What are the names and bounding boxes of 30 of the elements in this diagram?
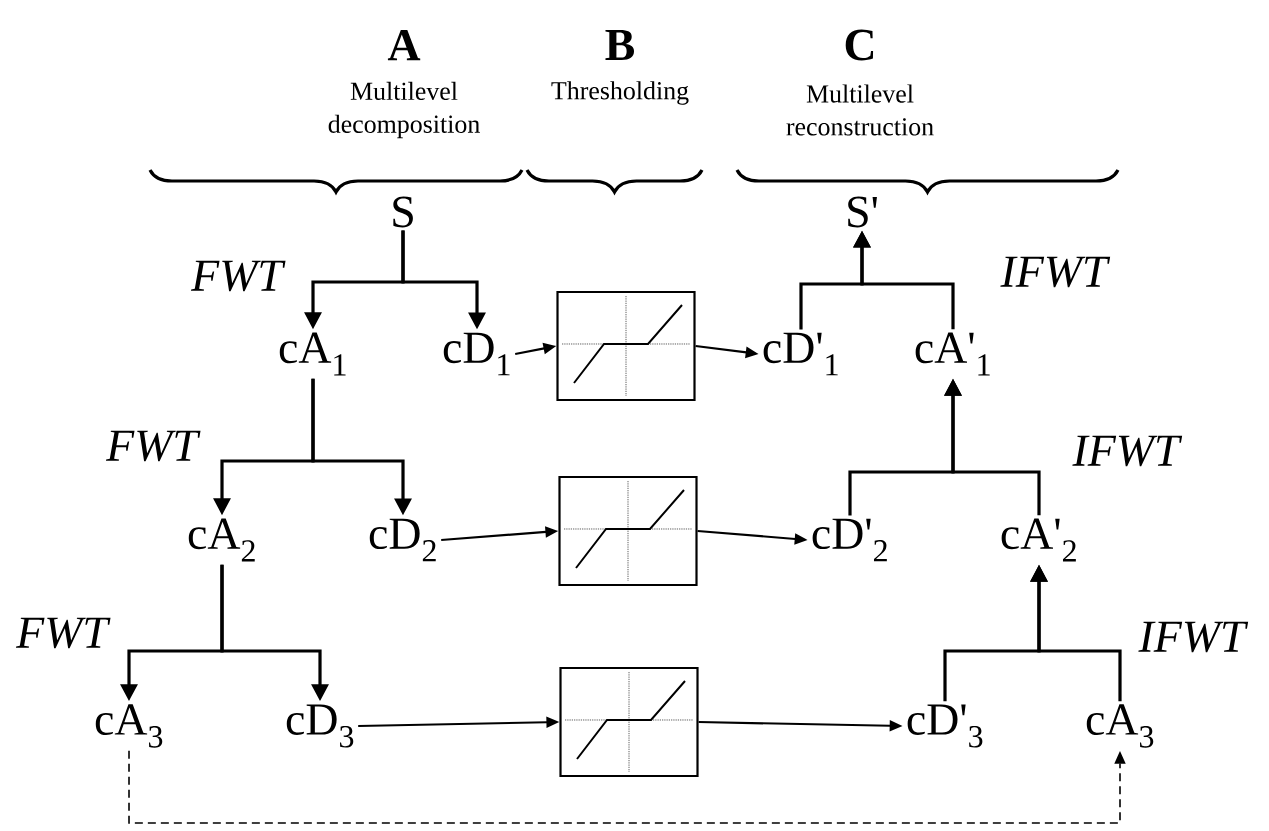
threshold-graph-box bbox=[556, 290, 696, 402]
threshold-graph-box bbox=[558, 475, 698, 587]
coefficient-label: cA$_{3}$ bbox=[95, 704, 163, 748]
column-letter: A bbox=[387, 29, 421, 61]
coefficient-label: cA'$_{1}$ bbox=[915, 332, 990, 376]
threshold-graph-box bbox=[559, 666, 699, 778]
coefficient-label: cA$_{3}$ bbox=[1086, 704, 1154, 748]
coefficient-label: cD'$_{1}$ bbox=[763, 332, 838, 376]
column-heading: Thresholding bbox=[551, 81, 689, 105]
dashed-arrow bbox=[128, 750, 1126, 824]
coefficient-label: S bbox=[393, 196, 413, 228]
coefficient-label: cD$_{2}$ bbox=[369, 518, 436, 562]
column-letter: B bbox=[605, 29, 634, 61]
coefficient-label: cD$_{3}$ bbox=[286, 704, 354, 748]
transform-label: IFWT bbox=[1072, 435, 1183, 467]
coefficient-label: cD$_{1}$ bbox=[443, 332, 510, 376]
coefficient-label: cA$_{1}$ bbox=[279, 332, 346, 376]
transform-label: IFWT bbox=[1000, 256, 1111, 288]
transform-label: FWT bbox=[15, 617, 111, 649]
coefficient-label: cD'$_{3}$ bbox=[907, 704, 983, 748]
coefficient-label: cA'$_{2}$ bbox=[1001, 518, 1076, 562]
coefficient-label: cA$_{2}$ bbox=[188, 518, 255, 562]
transform-label: IFWT bbox=[1138, 621, 1249, 653]
column-heading: Multilevel reconstruction bbox=[786, 84, 934, 136]
coefficient-label: cD'$_{2}$ bbox=[812, 518, 887, 562]
transform-label: FWT bbox=[105, 430, 201, 462]
column-heading: Multilevel decomposition bbox=[328, 81, 480, 139]
column-letter: C bbox=[845, 29, 874, 61]
coefficient-label: S' bbox=[848, 196, 877, 228]
transform-label: FWT bbox=[190, 260, 286, 292]
